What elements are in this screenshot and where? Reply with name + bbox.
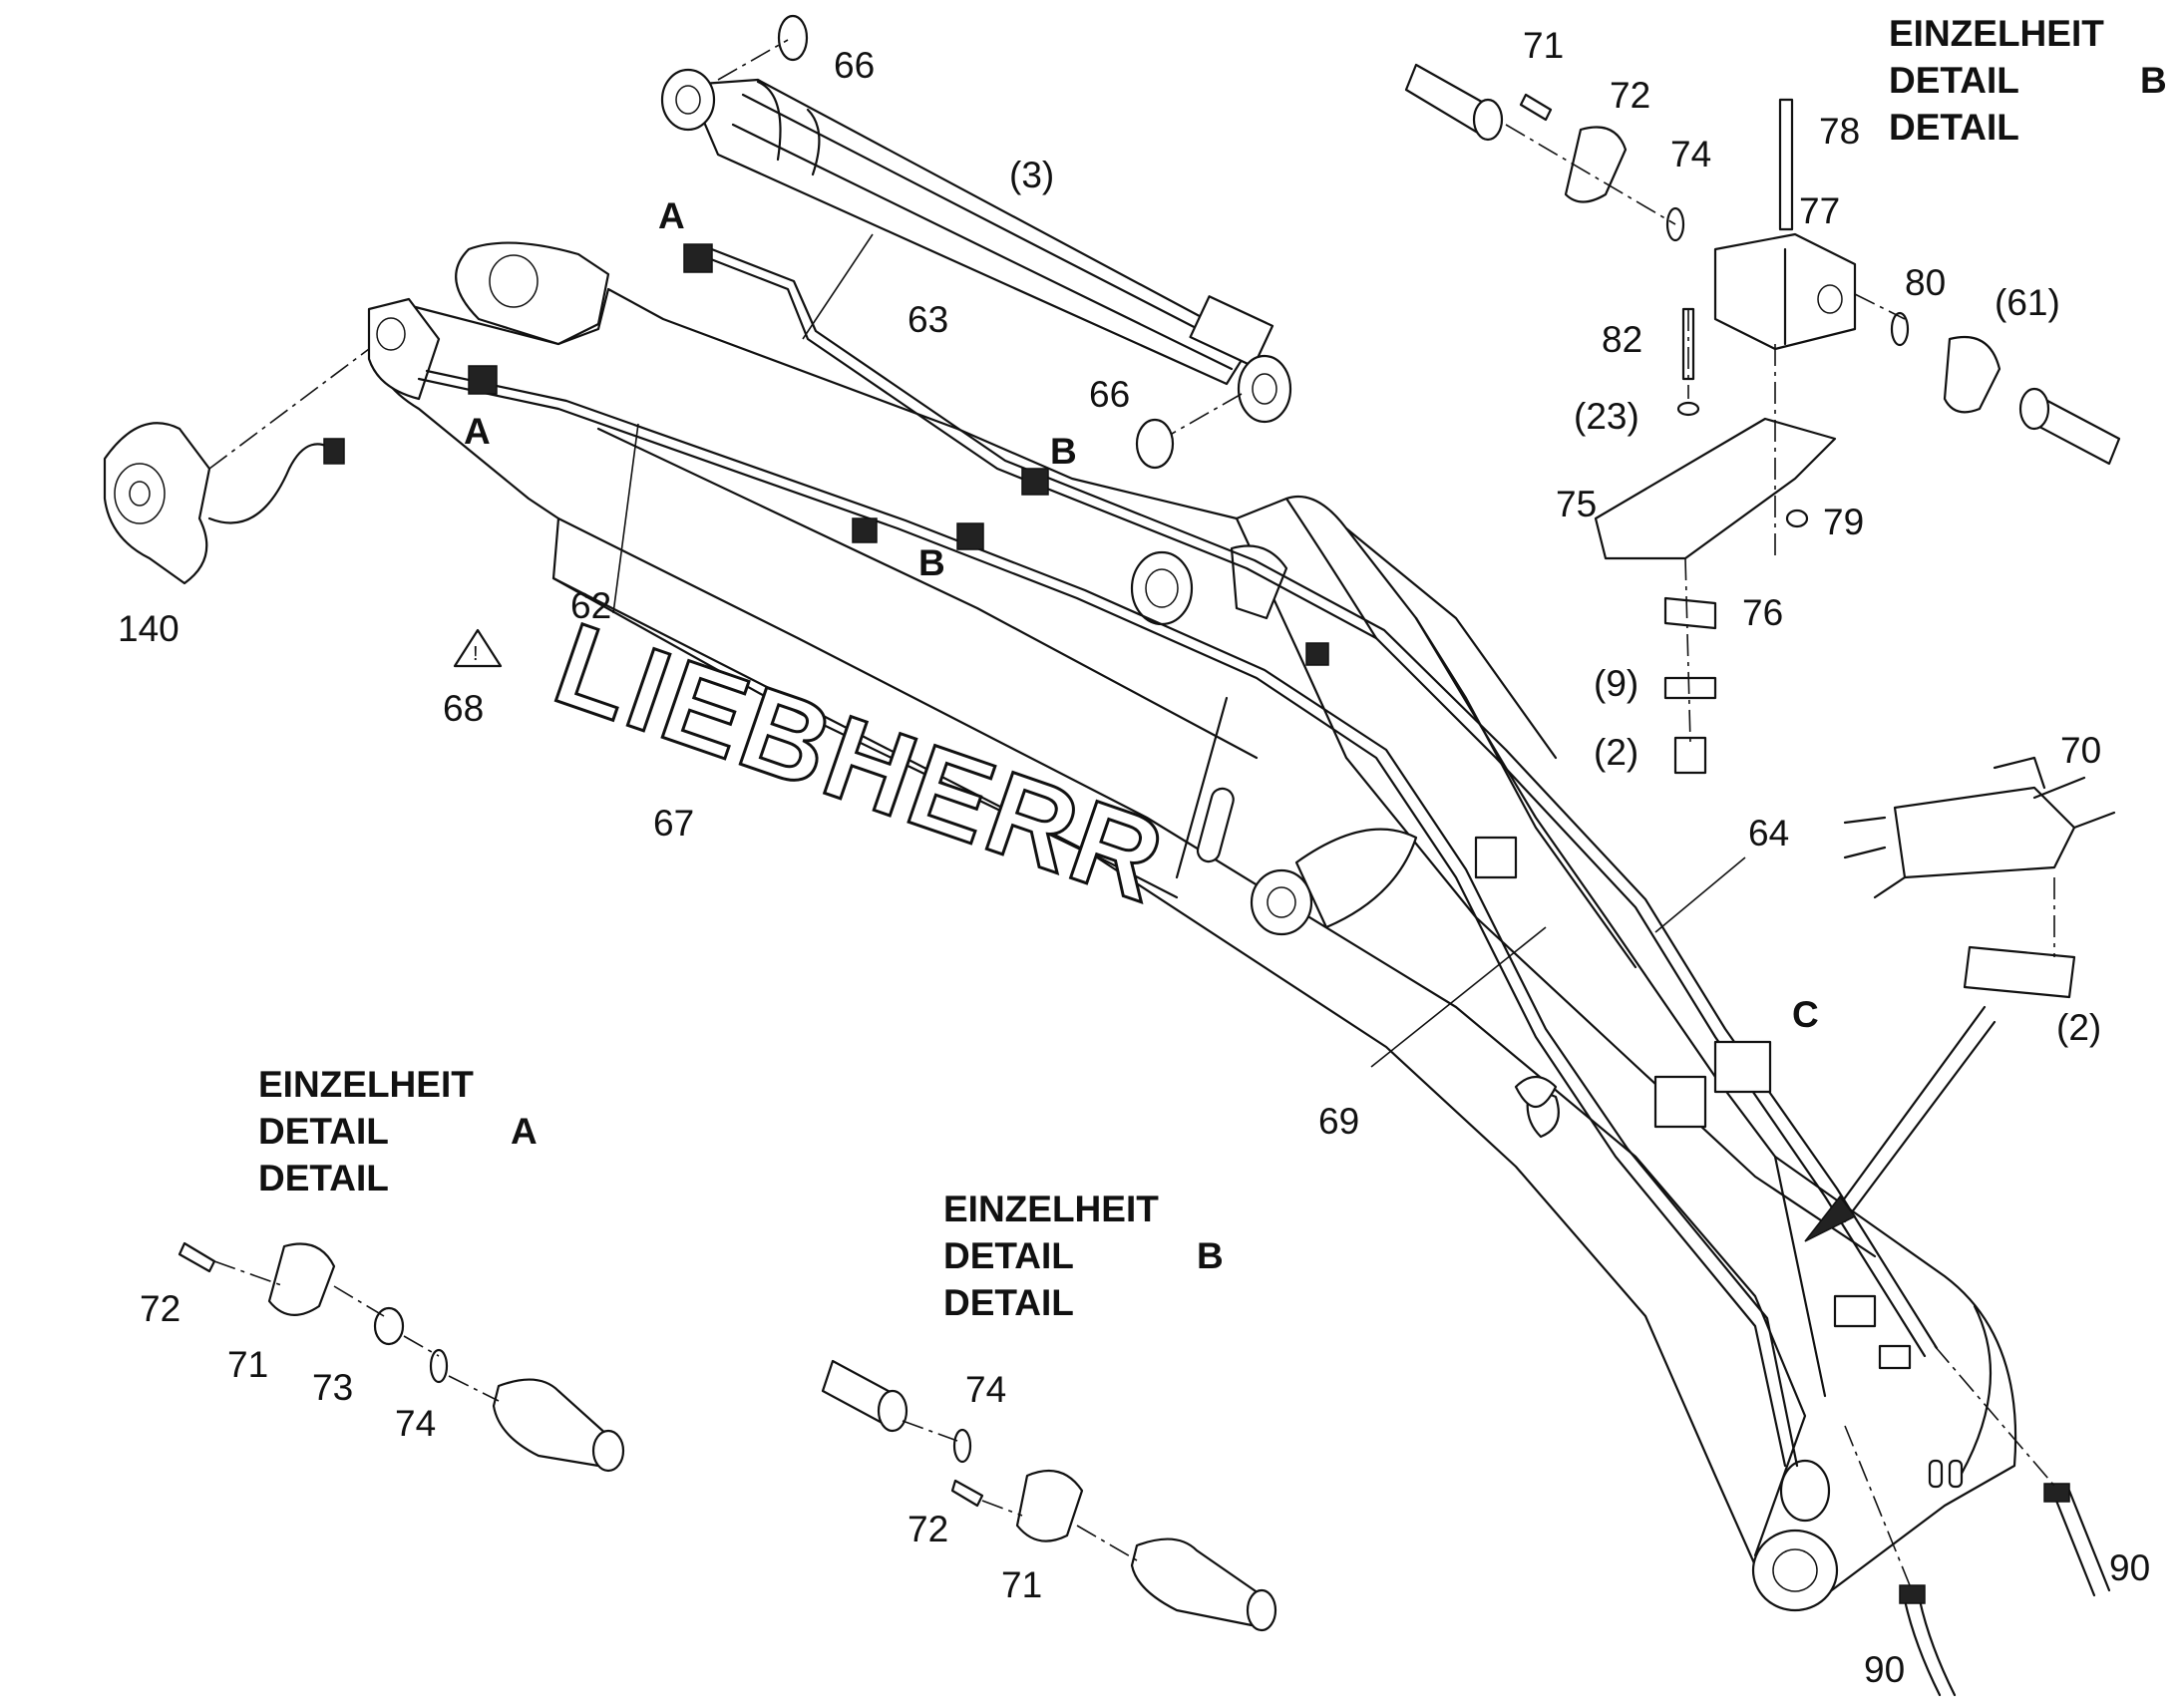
svg-text:!: ! — [473, 643, 479, 665]
valve-block-70 — [1843, 756, 2116, 999]
callout-a-top: A — [658, 195, 685, 236]
callout-82: 82 — [1602, 319, 1642, 360]
callout-a-74: 74 — [395, 1403, 436, 1444]
callout-67: 67 — [653, 803, 694, 844]
decal-icon — [1514, 1075, 1558, 1108]
callout-75: 75 — [1556, 484, 1597, 524]
arrow-head — [1804, 1195, 1857, 1242]
callout-79: 79 — [1823, 502, 1864, 542]
callout-71-top: 71 — [1523, 25, 1564, 66]
callout-2-left: (2) — [1594, 732, 1638, 773]
detail-heading-a: EINZELHEIT DETAIL A DETAIL — [258, 1064, 538, 1198]
callout-b-71: 71 — [1001, 1564, 1042, 1605]
svg-text:EINZELHEIT: EINZELHEIT — [1889, 13, 2104, 54]
callout-140: 140 — [118, 608, 180, 649]
hose-90-left — [1903, 1598, 1957, 1697]
callout-a-left: A — [464, 411, 491, 452]
detail-heading-top-right: EINZELHEIT DETAIL B DETAIL — [1889, 13, 2167, 148]
callout-69: 69 — [1318, 1101, 1359, 1142]
detail-b-assembly — [821, 1359, 1277, 1632]
hose-90-right — [2052, 1489, 2111, 1597]
callout-a-72: 72 — [140, 1288, 181, 1329]
callout-66-top: 66 — [834, 45, 875, 86]
washer-66-mid — [1135, 418, 1175, 470]
svg-text:DETAIL: DETAIL — [1889, 60, 2019, 101]
svg-text:DETAIL: DETAIL — [258, 1111, 389, 1152]
callout-63: 63 — [908, 299, 948, 340]
callout-61: (61) — [1995, 282, 2060, 323]
hose-90-right-fitting — [2043, 1483, 2070, 1503]
callout-c: C — [1792, 994, 1819, 1035]
hose-90-left-fitting — [1899, 1584, 1926, 1604]
svg-text:A: A — [511, 1111, 538, 1152]
svg-text:DETAIL: DETAIL — [258, 1158, 389, 1198]
svg-text:EINZELHEIT: EINZELHEIT — [943, 1189, 1159, 1229]
callout-b-74: 74 — [965, 1369, 1006, 1410]
callout-23: (23) — [1574, 396, 1639, 437]
hydraulic-cylinder — [660, 68, 1292, 424]
detail-a-assembly — [178, 1241, 625, 1473]
boom-body: ! — [367, 241, 2017, 1612]
callout-b-72: 72 — [908, 1509, 948, 1549]
detail-heading-b: EINZELHEIT DETAIL B DETAIL — [943, 1189, 1224, 1323]
washer-66-top — [777, 14, 809, 62]
callout-62: 62 — [570, 585, 611, 626]
detail-b-top-assembly — [1404, 63, 2121, 775]
callout-74-top: 74 — [1670, 134, 1711, 174]
callout-72-top: 72 — [1610, 75, 1650, 116]
svg-text:EINZELHEIT: EINZELHEIT — [258, 1064, 474, 1105]
callout-76: 76 — [1742, 592, 1783, 633]
callout-9: (9) — [1594, 663, 1638, 704]
callout-2-right: (2) — [2056, 1007, 2101, 1048]
callout-68: 68 — [443, 688, 484, 729]
callout-3: (3) — [1009, 155, 1054, 195]
sensor-140 — [103, 422, 345, 585]
callout-64: 64 — [1748, 813, 1789, 854]
svg-text:DETAIL: DETAIL — [1889, 107, 2019, 148]
callout-78: 78 — [1819, 111, 1860, 152]
detail-arrow — [1833, 1005, 1997, 1223]
callout-70: 70 — [2060, 730, 2101, 771]
callout-80: 80 — [1905, 262, 1946, 303]
callout-77: 77 — [1799, 190, 1840, 231]
callout-66-mid: 66 — [1089, 374, 1130, 415]
callout-a-73: 73 — [312, 1367, 353, 1408]
svg-text:DETAIL: DETAIL — [943, 1282, 1074, 1323]
svg-text:B: B — [1197, 1235, 1224, 1276]
callout-90-right: 90 — [2109, 1547, 2150, 1588]
svg-text:B: B — [2140, 60, 2167, 101]
callout-a-71: 71 — [227, 1344, 268, 1385]
callouts: 66 (3) A 63 66 A B B 62 140 68 67 64 C 6… — [118, 25, 2150, 1690]
callout-90-left: 90 — [1864, 1649, 1905, 1690]
svg-text:DETAIL: DETAIL — [943, 1235, 1074, 1276]
callout-b-upper: B — [1050, 431, 1077, 472]
callout-b-lower: B — [918, 542, 945, 583]
